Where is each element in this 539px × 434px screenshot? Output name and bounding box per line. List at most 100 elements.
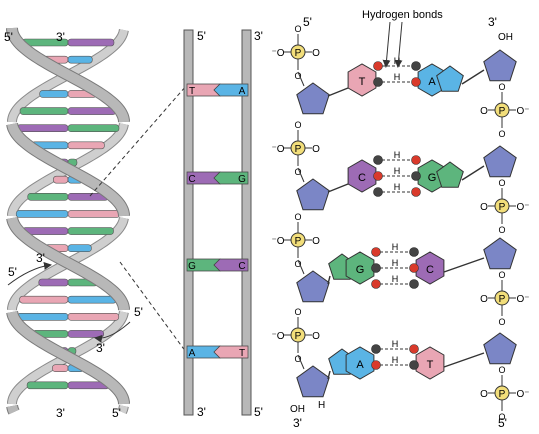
strand-direction-arrow-down [94,321,131,343]
ladder-base-letter-right: G [238,174,246,185]
helix-base-T [53,175,69,184]
helix-label-top-right: 3' [56,30,65,44]
phosphate-oxygen-double: O [312,331,320,342]
phosphate-group [494,198,510,214]
hydrogen-atom [409,247,419,257]
oxygen-atom [409,263,419,273]
phosphate-oxygen-bottom: O [294,354,301,364]
phosphate-oxygen-double: O [480,294,488,305]
helix-base-A [67,55,93,64]
hydrogen-label: H [394,72,401,82]
purine-hexagon-G [345,251,375,285]
hydrogen-atom [373,155,383,165]
hydrogen-atom [409,360,419,370]
helix-base-G [27,192,69,201]
ladder-base-letter-right: A [239,86,246,97]
hydrogen-atom [373,77,383,87]
zoom-line-bottom [119,261,187,353]
phosphate-letter: P [499,106,506,117]
base-letter-T: T [427,359,434,371]
hydrogen-label: H [392,258,399,268]
base-letter-C: C [426,264,434,276]
chem-label-top-right-oh: OH [498,32,513,43]
chem-label-bottom-left-oh: OH [290,404,305,415]
phosphate-oxygen-bottom: O [294,71,301,81]
helix-base-A [39,90,69,98]
zoom-line-top [89,85,187,197]
pyrimidine-hexagon-C [415,251,445,285]
chem-label-top-left: 5' [303,15,312,29]
phosphate-oxygen-negative: ⁻O [271,331,284,342]
helix-label-mid-top: 3' [36,251,45,265]
phosphate-oxygen-bottom: O [498,225,505,235]
helix-base-T [67,312,120,321]
backbone-bond [297,354,305,370]
ladder-base-letter-left: T [189,86,195,97]
glycosidic-bond-right [461,69,485,85]
helix-base-pairs [15,38,121,390]
helix-base-G [19,107,69,115]
helix-base-T [52,364,69,373]
oxygen-atom [411,155,421,165]
base-letter-T: T [359,76,366,88]
helix-front-strand [6,27,130,415]
glycosidic-bond-left [327,275,331,285]
base-letter-A: A [428,76,436,88]
chem-label-bottom-left-h: H [318,400,325,411]
ladder-label-bottom-left: 3' [197,405,206,419]
helix-base-C [67,330,104,338]
phosphate-oxygen-negative: ⁻O [271,48,284,59]
phosphate-oxygen-top: O [498,178,505,188]
phosphate-oxygen-double: O [312,144,320,155]
phosphate-group [494,290,510,306]
hydrogen-bond-pointer-1 [382,21,391,68]
helix-base-T [67,141,105,150]
hydrogen-label: H [392,339,399,349]
ladder-base-right [213,83,249,97]
phosphate-group [290,44,306,60]
helix-base-C [16,124,69,133]
hydrogen-atom [371,263,381,273]
helix-label-mid-left: 5' [8,265,17,279]
phosphate-group [290,232,306,248]
oxygen-atom [371,247,381,257]
chem-label-bottom-right: 5' [498,416,507,430]
ladder-label-top-left: 5' [197,29,206,43]
phosphate-oxygen-double: O [312,48,320,59]
phosphate-letter: P [499,294,506,305]
purine-hexagon-A [345,346,375,380]
glycosidic-bond-left [327,183,349,193]
phosphate-group [494,385,510,401]
phosphate-letter: P [295,48,302,59]
double-helix-panel: 5' 3' 5' 3' 5' 3' 3' 5' [4,27,143,420]
phosphate-oxygen-top: O [498,82,505,92]
phosphate-group [290,327,306,343]
chem-label-bottom-left: 3' [293,416,302,430]
helix-label-mid-right: 5' [134,305,143,319]
phosphate-oxygen-top: O [294,307,301,317]
phosphate-oxygen-double: O [480,106,488,117]
phosphate-oxygen-top: O [498,365,505,375]
phosphate-oxygen-negative: O⁻ [516,294,529,305]
phosphate-oxygen-top: O [498,270,505,280]
phosphate-oxygen-negative: O⁻ [516,106,529,117]
phosphate-group [290,140,306,156]
phosphate-letter: P [295,236,302,247]
deoxyribose-sugar-right [483,145,517,178]
ladder-base-right [213,345,249,359]
hydrogen-bonds-title: Hydrogen bonds [362,9,443,21]
phosphate-oxygen-double: O [312,236,320,247]
phosphate-oxygen-bottom: O [498,412,505,422]
phosphate-oxygen-negative: ⁻O [271,236,284,247]
helix-base-A [67,295,117,304]
deoxyribose-sugar-right [483,49,517,82]
oxygen-atom [371,279,381,289]
purine-ring-A [436,65,464,92]
phosphate-letter: P [499,389,506,400]
ladder-base-letter-left: C [188,174,195,185]
phosphate-group [494,102,510,118]
hydrogen-label: H [392,242,399,252]
backbone-bond [297,167,305,183]
